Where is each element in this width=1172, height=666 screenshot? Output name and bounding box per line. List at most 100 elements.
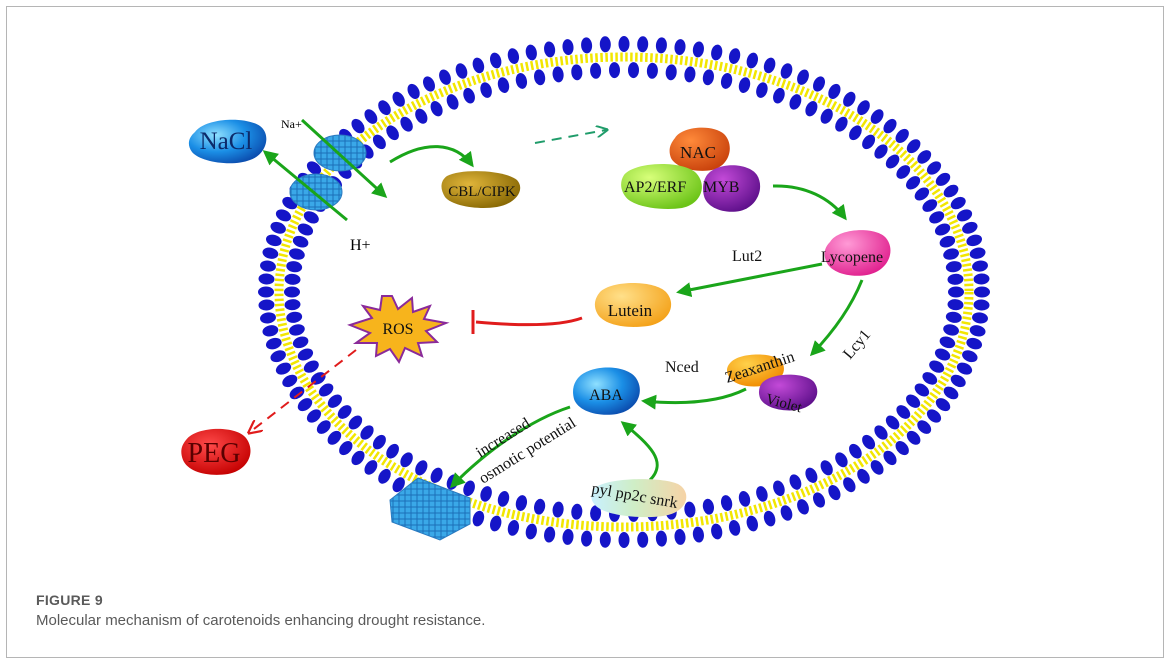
membrane-inner-head (929, 360, 945, 373)
membrane-outer-head (392, 91, 405, 107)
membrane-inner-head (552, 66, 564, 83)
membrane-inner-head (929, 211, 945, 224)
membrane-inner-head (534, 498, 546, 515)
membrane-inner-head (789, 474, 802, 490)
membrane-outer-head (974, 286, 990, 298)
membrane-outer-head (581, 530, 593, 547)
membrane-inner-head (914, 383, 930, 397)
membrane-outer-head (966, 234, 983, 247)
membrane-outer-head (275, 209, 292, 222)
membrane-inner-head (945, 261, 962, 273)
membrane-inner-head (386, 125, 399, 141)
membrane-inner-head (906, 394, 921, 408)
membrane-outer-head (455, 63, 468, 79)
membrane-outer-head (260, 260, 276, 272)
membrane-inner-head (947, 273, 964, 285)
membrane-inner-head (327, 394, 342, 408)
membrane-outer-head (525, 523, 537, 540)
tf-to-lycopene-arrow (772, 184, 847, 221)
membrane-outer-head (674, 528, 686, 545)
proton-efflux-arrow (262, 150, 348, 222)
membrane-inner-head (773, 480, 785, 497)
membrane-inner-head (480, 82, 492, 98)
membrane-outer-head (828, 83, 841, 99)
membrane-outer-head (711, 523, 723, 540)
membrane-outer-head (763, 510, 776, 527)
membrane-inner-head (922, 199, 938, 212)
membrane-inner-head (922, 372, 938, 385)
membrane-outer-head (926, 161, 942, 175)
carotenoid-mechanism-diagram: NaCl Na+ H+ CBL/CIPK NAC AP2/ERF MYB Lyc… (181, 36, 990, 548)
membrane-outer-head (943, 386, 959, 400)
lut2-enzyme-label: Lut2 (732, 248, 762, 265)
membrane-inner-head (773, 87, 785, 104)
figure-label: FIGURE 9 (36, 592, 103, 608)
membrane-outer-head (637, 531, 649, 548)
membrane-inner-head (684, 501, 696, 518)
membrane-outer-head (746, 52, 758, 69)
membrane-outer-head (637, 36, 649, 53)
membrane-inner-head (738, 77, 751, 93)
membrane-outer-head (562, 528, 574, 545)
membrane-outer-head (843, 477, 856, 493)
lutein-node: Lutein (594, 283, 672, 327)
membrane-inner-head (789, 94, 802, 110)
membrane-outer-head (655, 530, 667, 547)
membrane-outer-head (423, 76, 435, 92)
membrane-outer-head (746, 515, 758, 532)
membrane-outer-head (950, 196, 966, 210)
membrane-outer-head (439, 69, 451, 85)
membrane-outer-head (270, 350, 286, 363)
membrane-outer-head (265, 234, 282, 247)
membrane-outer-head (895, 441, 909, 456)
membrane-outer-head (378, 100, 391, 116)
membrane-outer-head (674, 39, 686, 56)
membrane-inner-head (400, 452, 413, 468)
membrane-outer-head (962, 350, 978, 363)
receptors-to-aba-arrow (620, 421, 659, 482)
membrane-outer-head (364, 460, 378, 475)
cbl-cipk-node: CBL/CIPK (441, 171, 521, 208)
membrane-outer-head (407, 83, 420, 99)
membrane-outer-head (364, 109, 378, 124)
membrane-outer-head (973, 299, 990, 311)
membrane-outer-head (392, 477, 405, 493)
membrane-inner-head (862, 434, 876, 450)
membrane-outer-head (969, 325, 986, 337)
membrane-outer-head (507, 520, 520, 536)
ros-label: ROS (382, 321, 413, 338)
membrane-outer-head (973, 273, 990, 285)
membrane-outer-head (306, 161, 322, 175)
membrane-inner-head (756, 82, 768, 98)
membrane-inner-head (337, 405, 352, 419)
membrane-inner-head (372, 134, 386, 150)
membrane-outer-head (351, 118, 365, 134)
membrane-inner-head (318, 383, 334, 397)
membrane-inner-head (415, 460, 428, 476)
membrane-inner-head (874, 425, 888, 440)
membrane-outer-head (258, 273, 275, 285)
membrane-outer-head (618, 532, 630, 548)
membrane-outer-head (339, 441, 353, 456)
cbl-cipk-label: CBL/CIPK (448, 184, 516, 200)
membrane-inner-head (874, 144, 888, 159)
membrane-inner-head (945, 311, 962, 323)
membrane-inner-head (590, 505, 602, 522)
membrane-outer-head (562, 39, 574, 56)
pyl-pp2c-snrk-complex: pyl pp2c snrk (590, 479, 687, 518)
membrane-outer-head (265, 337, 282, 350)
ros-to-peg-dashed-arrow (250, 349, 357, 432)
membrane-inner-head (934, 348, 951, 361)
membrane-outer-head (843, 91, 856, 107)
membrane-inner-head (646, 62, 658, 79)
channel-to-cblcipk-arrow (389, 145, 474, 168)
ion-channel-bottom (389, 477, 471, 541)
membrane-inner-head (885, 154, 900, 169)
membrane-inner-head (297, 348, 314, 361)
lycopene-label: Lycopene (821, 249, 883, 266)
membrane-inner-head (590, 62, 602, 79)
membrane-outer-head (351, 450, 365, 466)
membrane-outer-head (472, 510, 485, 527)
membrane-inner-head (756, 486, 768, 502)
membrane-inner-head (348, 415, 363, 430)
